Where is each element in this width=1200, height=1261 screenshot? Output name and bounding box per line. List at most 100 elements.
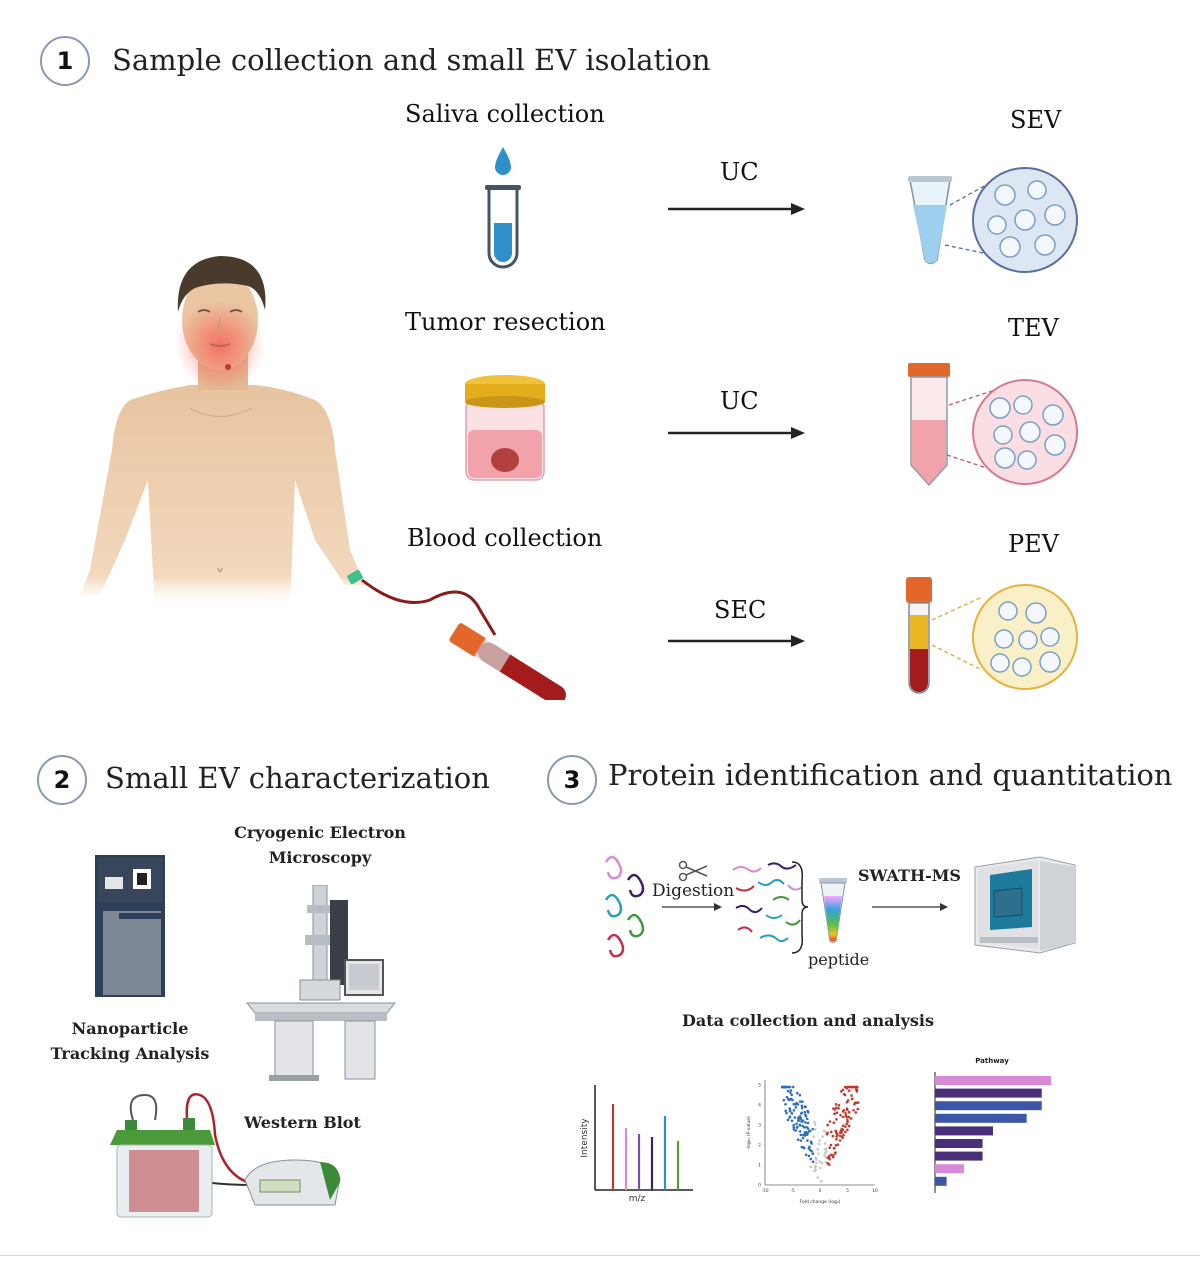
volcano-point bbox=[844, 1125, 847, 1128]
volcano-point bbox=[841, 1088, 845, 1092]
section-2-badge: 2 bbox=[37, 755, 87, 805]
volcano-point bbox=[838, 1131, 842, 1134]
volcano-point bbox=[813, 1123, 817, 1126]
volcano-point bbox=[826, 1123, 829, 1127]
arrow-2-icon bbox=[668, 427, 805, 439]
pathway-bar-8 bbox=[935, 1164, 964, 1174]
mass-spectrometer-icon bbox=[974, 856, 1076, 954]
volcano-point bbox=[814, 1166, 817, 1169]
volcano-point bbox=[799, 1139, 803, 1142]
volcano-point bbox=[816, 1147, 820, 1151]
pathway-bar-1 bbox=[935, 1076, 1051, 1085]
volcano-point bbox=[828, 1157, 831, 1161]
volcano-ytick: 3 bbox=[758, 1123, 761, 1129]
volcano-point bbox=[835, 1111, 839, 1115]
volcano-point bbox=[800, 1106, 804, 1110]
volcano-point bbox=[824, 1147, 828, 1151]
volcano-point bbox=[803, 1126, 806, 1129]
pathway-bar-9 bbox=[935, 1176, 947, 1186]
section-1-badge: 1 bbox=[40, 36, 90, 86]
peptide-tube-icon bbox=[819, 878, 847, 943]
section-1-title: Sample collection and small EV isolation bbox=[112, 43, 711, 77]
volcano-point bbox=[817, 1142, 821, 1146]
volcano-point bbox=[847, 1115, 851, 1119]
volcano-point bbox=[816, 1176, 820, 1179]
volcano-point bbox=[798, 1130, 802, 1133]
western-blot-label: Western Blot bbox=[244, 1113, 361, 1132]
volcano-point bbox=[790, 1093, 793, 1097]
volcano-point bbox=[801, 1100, 804, 1103]
volcano-point bbox=[830, 1153, 833, 1157]
arrow-1-icon bbox=[668, 203, 805, 215]
volcano-point bbox=[814, 1168, 817, 1172]
volcano-point bbox=[845, 1107, 849, 1110]
volcano-point bbox=[798, 1100, 802, 1103]
volcano-point bbox=[804, 1105, 807, 1109]
volcano-point bbox=[800, 1112, 803, 1115]
section-3-title: Protein identification and quantitation bbox=[608, 758, 1173, 792]
volcano-point bbox=[811, 1160, 815, 1164]
volcano-point bbox=[848, 1085, 851, 1089]
volcano-point bbox=[838, 1134, 842, 1138]
volcano-point bbox=[789, 1091, 792, 1094]
volcano-point bbox=[833, 1146, 836, 1150]
cryo-em-label: Cryogenic Electron Microscopy bbox=[220, 820, 420, 870]
peptides-icon bbox=[732, 862, 803, 943]
pathway-bar-5 bbox=[935, 1126, 993, 1136]
volcano-point bbox=[854, 1085, 857, 1089]
volcano-ytick: 0 bbox=[758, 1183, 761, 1189]
volcano-point bbox=[837, 1107, 840, 1110]
volcano-point bbox=[825, 1132, 829, 1136]
volcano-xtick: -10 bbox=[761, 1188, 768, 1194]
volcano-point bbox=[787, 1085, 790, 1089]
volcano-point bbox=[794, 1106, 798, 1109]
volcano-point bbox=[788, 1107, 792, 1110]
bottom-divider bbox=[0, 1255, 1200, 1256]
volcano-point bbox=[800, 1120, 803, 1123]
volcano-point bbox=[805, 1117, 809, 1121]
volcano-point bbox=[855, 1088, 859, 1092]
peptide-label: peptide bbox=[808, 950, 870, 969]
volcano-point bbox=[845, 1085, 849, 1089]
volcano-point bbox=[804, 1153, 808, 1157]
volcano-point bbox=[850, 1094, 853, 1097]
method-sec: SEC bbox=[714, 596, 767, 624]
volcano-point bbox=[833, 1108, 837, 1111]
blood-collection-label: Blood collection bbox=[407, 524, 603, 552]
volcano-point bbox=[795, 1122, 798, 1125]
volcano-point bbox=[845, 1100, 849, 1104]
volcano-point bbox=[792, 1128, 796, 1131]
nta-label: Nanoparticle Tracking Analysis bbox=[40, 1016, 220, 1066]
tev-label: TEV bbox=[1008, 314, 1059, 342]
volcano-point bbox=[799, 1133, 803, 1137]
proteins-icon bbox=[604, 855, 645, 958]
volcano-point bbox=[793, 1116, 797, 1119]
volcano-xtick: 10 bbox=[872, 1188, 878, 1194]
pev-label: PEV bbox=[1008, 530, 1059, 558]
volcano-point bbox=[842, 1108, 846, 1112]
volcano-point bbox=[834, 1106, 838, 1109]
volcano-point bbox=[792, 1123, 796, 1127]
method-uc-2: UC bbox=[720, 387, 759, 415]
volcano-point bbox=[816, 1152, 820, 1155]
volcano-point bbox=[796, 1091, 799, 1095]
volcano-point bbox=[847, 1089, 851, 1092]
volcano-point bbox=[792, 1126, 796, 1129]
volcano-point bbox=[788, 1109, 792, 1113]
volcano-point bbox=[847, 1124, 851, 1128]
volcano-point bbox=[819, 1179, 823, 1183]
volcano-point bbox=[786, 1097, 790, 1101]
pathway-title: Pathway bbox=[975, 1057, 1009, 1065]
volcano-point bbox=[835, 1118, 838, 1121]
volcano-point bbox=[805, 1133, 809, 1136]
volcano-point bbox=[801, 1133, 805, 1137]
volcano-point bbox=[811, 1127, 815, 1131]
tumor-jar-icon bbox=[465, 375, 545, 481]
pev-tube-vesicles-icon bbox=[906, 577, 1078, 694]
volcano-point bbox=[834, 1103, 838, 1106]
cryo-em-label-line2: Microscopy bbox=[268, 848, 372, 867]
volcano-point bbox=[836, 1143, 840, 1146]
volcano-point bbox=[807, 1154, 811, 1158]
volcano-point bbox=[824, 1155, 828, 1158]
